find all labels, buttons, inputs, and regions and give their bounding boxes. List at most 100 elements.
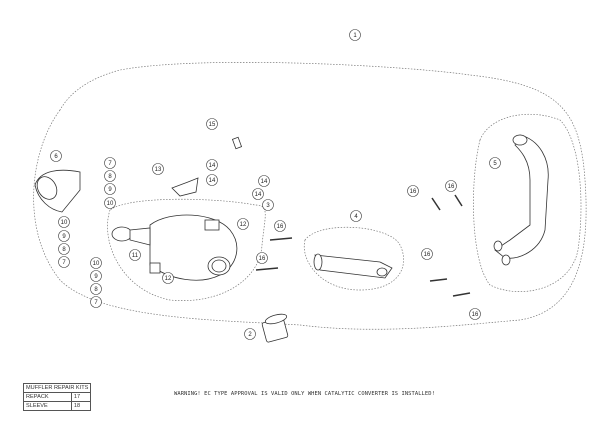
callout-16: 16 — [445, 180, 457, 192]
callout-circle — [104, 157, 116, 169]
callout-label: 5 — [493, 161, 497, 167]
callout-16: 16 — [256, 252, 268, 264]
kit-value: 18 — [70, 401, 92, 411]
callout-circle — [256, 252, 268, 264]
callout-7: 7 — [58, 256, 70, 268]
callout-circle — [237, 218, 249, 230]
callout-circle — [349, 29, 361, 41]
callout-circle — [244, 328, 256, 340]
callout-label: 7 — [62, 260, 66, 266]
callout-circle — [274, 220, 286, 232]
callout-label: 9 — [108, 187, 112, 193]
callout-label: 7 — [108, 161, 112, 167]
callout-16: 16 — [274, 220, 286, 232]
kit-label: REPACK — [23, 392, 72, 402]
callout-10: 10 — [90, 257, 102, 269]
callout-circle — [58, 256, 70, 268]
part-15-sensor — [231, 136, 243, 150]
callout-14: 14 — [258, 175, 270, 187]
callout-circle — [50, 150, 62, 162]
kit-boundary-1 — [33, 62, 587, 330]
callout-14: 14 — [252, 188, 264, 200]
callout-label: 8 — [62, 247, 66, 253]
callout-circle — [104, 197, 116, 209]
part-13-bracket — [171, 177, 199, 197]
callout-2: 2 — [244, 328, 256, 340]
callout-6: 6 — [50, 150, 62, 162]
callout-4: 4 — [350, 210, 362, 222]
callout-circle — [489, 157, 501, 169]
callout-circle — [58, 216, 70, 228]
callout-circle — [469, 308, 481, 320]
callout-9: 9 — [104, 183, 116, 195]
callout-5: 5 — [489, 157, 501, 169]
callout-label: 14 — [261, 179, 268, 185]
callout-circle — [206, 118, 218, 130]
callout-circle — [162, 272, 174, 284]
kit-boundary-3 — [107, 198, 266, 301]
callout-8: 8 — [90, 283, 102, 295]
callout-label: 9 — [62, 234, 66, 240]
callout-circle — [104, 183, 116, 195]
callout-circle — [262, 199, 274, 211]
kit-boundary-4 — [303, 226, 404, 291]
callout-circle — [350, 210, 362, 222]
callout-12: 12 — [237, 218, 249, 230]
part-5-header — [494, 134, 549, 259]
callout-10: 10 — [104, 197, 116, 209]
callout-circle — [90, 257, 102, 269]
callout-label: 3 — [266, 203, 270, 209]
callout-label: 6 — [54, 154, 58, 160]
callout-1: 1 — [349, 29, 361, 41]
callout-circle — [58, 243, 70, 255]
callout-3: 3 — [262, 199, 274, 211]
callout-label: 4 — [354, 214, 358, 220]
callout-7: 7 — [90, 296, 102, 308]
callout-label: 8 — [94, 287, 98, 293]
callout-label: 12 — [165, 276, 172, 282]
callout-label: 8 — [108, 174, 112, 180]
callout-label: 9 — [94, 274, 98, 280]
callout-14: 14 — [206, 159, 218, 171]
callout-circle — [421, 248, 433, 260]
callout-circle — [258, 175, 270, 187]
callout-label: 16 — [259, 256, 266, 262]
springs — [255, 194, 471, 297]
callout-label: 16 — [472, 312, 479, 318]
kit-value: 17 — [70, 392, 92, 402]
callout-12: 12 — [162, 272, 174, 284]
callout-label: 7 — [94, 300, 98, 306]
callout-label: 14 — [255, 192, 262, 198]
callout-circle — [104, 170, 116, 182]
callout-label: 11 — [132, 253, 139, 259]
warning-text: WARNING! EC TYPE APPROVAL IS VALID ONLY … — [174, 391, 435, 397]
callout-label: 10 — [107, 201, 114, 207]
callout-label: 2 — [248, 332, 252, 338]
callout-circle — [90, 283, 102, 295]
callout-circle — [90, 296, 102, 308]
callout-label: 16 — [424, 252, 431, 258]
callout-label: 14 — [209, 163, 216, 169]
callout-16: 16 — [421, 248, 433, 260]
callout-13: 13 — [152, 163, 164, 175]
callout-circle — [206, 174, 218, 186]
callout-circle — [152, 163, 164, 175]
callout-10: 10 — [58, 216, 70, 228]
callout-circle — [58, 230, 70, 242]
callout-8: 8 — [58, 243, 70, 255]
callout-circle — [407, 185, 419, 197]
callout-label: 16 — [277, 224, 284, 230]
callout-label: 14 — [209, 178, 216, 184]
callout-label: 16 — [448, 184, 455, 190]
callout-9: 9 — [90, 270, 102, 282]
callout-label: 1 — [353, 33, 357, 39]
part-12-pad-lower — [149, 262, 161, 274]
callout-14: 14 — [206, 174, 218, 186]
callout-circle — [206, 159, 218, 171]
kit-boundary-5 — [473, 113, 582, 292]
callout-7: 7 — [104, 157, 116, 169]
